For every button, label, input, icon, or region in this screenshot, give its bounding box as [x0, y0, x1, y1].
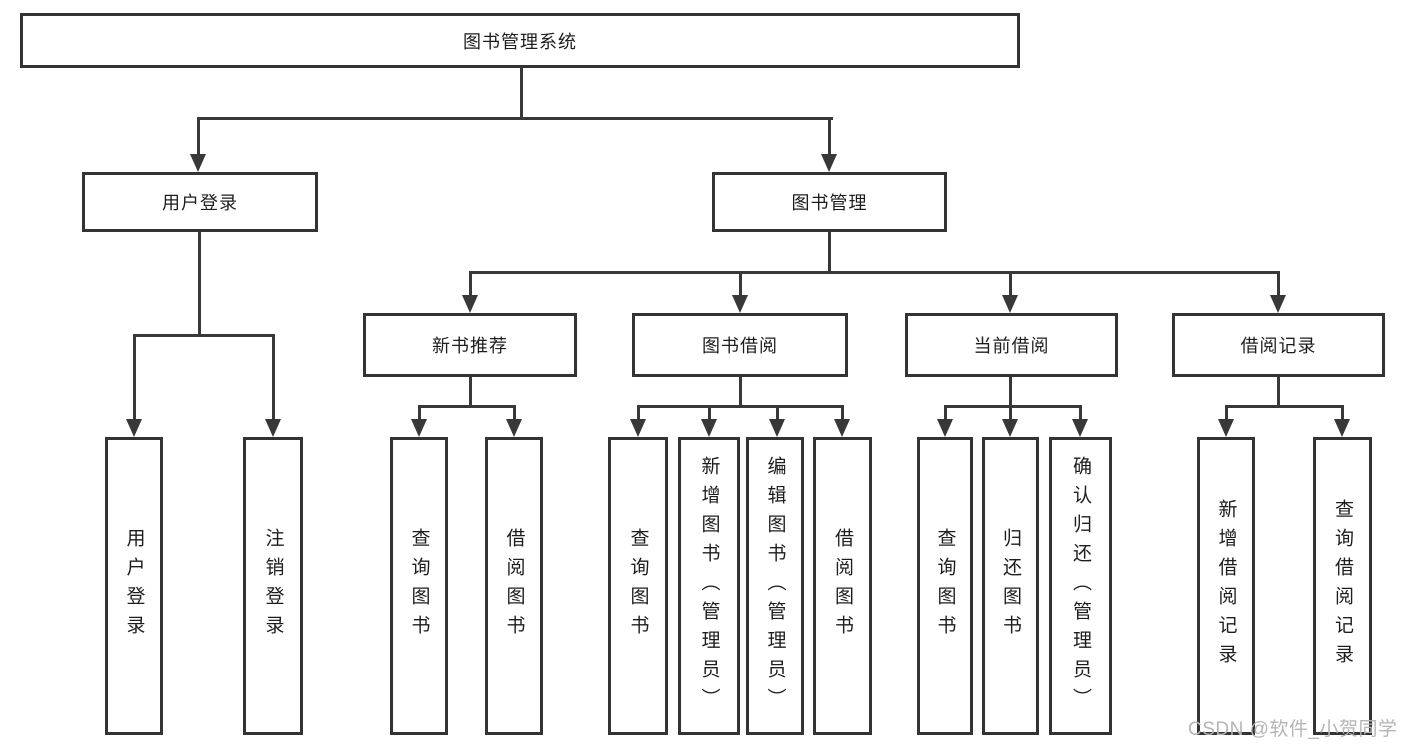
- node-leaf-nb-query-book: 查询图书: [390, 437, 448, 735]
- leaf-label: 用户登录: [123, 528, 145, 644]
- arrow-down-icon: [834, 419, 850, 437]
- connector-line: [739, 271, 742, 298]
- arrow-down-icon: [769, 419, 785, 437]
- connector-line: [637, 405, 844, 408]
- leaf-label: 查询图书: [408, 528, 430, 644]
- leaf-label: 新增图书（管理员）: [698, 455, 720, 717]
- leaf-label: 注销登录: [262, 528, 284, 644]
- arrow-down-icon: [937, 419, 953, 437]
- connector-line: [1009, 405, 1012, 422]
- node-leaf-br-query-record: 查询借阅记录: [1313, 437, 1372, 735]
- arrow-down-icon: [1002, 419, 1018, 437]
- node-leaf-cb-return-book: 归还图书: [982, 437, 1039, 735]
- leaf-label: 编辑图书（管理员）: [764, 455, 786, 717]
- connector-line: [1225, 405, 1344, 408]
- node-user-login: 用户登录: [82, 172, 318, 232]
- leaf-label: 归还图书: [1000, 528, 1021, 644]
- connector-line: [133, 334, 275, 337]
- node-leaf-user-login: 用户登录: [105, 437, 163, 735]
- node-leaf-bb-query-book: 查询图书: [608, 437, 668, 735]
- connector-line: [1277, 271, 1280, 298]
- connector-line: [469, 271, 472, 298]
- connector-line: [520, 66, 523, 119]
- connector-line: [197, 117, 833, 120]
- connector-line: [272, 334, 275, 421]
- leaf-label: 查询图书: [934, 528, 956, 644]
- arrow-down-icon: [732, 295, 748, 313]
- arrow-down-icon: [630, 419, 646, 437]
- connector-line: [828, 117, 831, 159]
- connector-line: [1225, 405, 1228, 422]
- node-borrow-record: 借阅记录: [1172, 313, 1385, 377]
- node-leaf-nb-borrow-book: 借阅图书: [485, 437, 543, 735]
- connector-line: [1341, 405, 1344, 422]
- node-book-borrow: 图书借阅: [632, 313, 848, 377]
- connector-line: [198, 232, 201, 336]
- leaf-label: 新增借阅记录: [1215, 499, 1237, 673]
- connector-line: [637, 405, 640, 422]
- connector-line: [418, 405, 421, 422]
- arrow-down-icon: [701, 419, 717, 437]
- connector-line: [776, 405, 779, 422]
- leaf-label: 借阅图书: [832, 528, 853, 644]
- connector-line: [828, 232, 831, 274]
- connector-line: [841, 405, 844, 422]
- connector-line: [469, 377, 472, 408]
- node-leaf-cb-confirm-return-admin: 确认归还（管理员）: [1049, 437, 1112, 735]
- arrow-down-icon: [821, 154, 837, 172]
- node-leaf-cb-query-book: 查询图书: [917, 437, 973, 735]
- arrow-down-icon: [462, 295, 478, 313]
- arrow-down-icon: [1072, 419, 1088, 437]
- connector-line: [513, 405, 516, 422]
- arrow-down-icon: [190, 154, 206, 172]
- node-root: 图书管理系统: [20, 13, 1020, 68]
- connector-line: [133, 334, 136, 421]
- arrow-down-icon: [506, 419, 522, 437]
- node-leaf-bb-edit-book-admin: 编辑图书（管理员）: [746, 437, 804, 735]
- connector-line: [1079, 405, 1082, 422]
- connector-line: [469, 271, 1280, 274]
- arrow-down-icon: [411, 419, 427, 437]
- leaf-label: 借阅图书: [503, 528, 525, 644]
- arrow-down-icon: [1270, 295, 1286, 313]
- connector-line: [418, 405, 516, 408]
- connector-line: [944, 405, 947, 422]
- csdn-watermark: CSDN @软件_小贺同学: [1188, 719, 1398, 740]
- connector-line: [944, 405, 1082, 408]
- connector-line: [197, 117, 200, 159]
- arrow-down-icon: [1002, 295, 1018, 313]
- arrow-down-icon: [1334, 419, 1350, 437]
- arrow-down-icon: [1218, 419, 1234, 437]
- node-leaf-logout: 注销登录: [243, 437, 303, 735]
- connector-line: [708, 405, 711, 422]
- node-leaf-bb-borrow-book: 借阅图书: [813, 437, 872, 735]
- node-book-management: 图书管理: [712, 172, 947, 232]
- connector-line: [1009, 271, 1012, 298]
- leaf-label: 确认归还（管理员）: [1070, 455, 1091, 717]
- leaf-label: 查询借阅记录: [1332, 499, 1353, 673]
- connector-line: [1277, 377, 1280, 408]
- node-new-book-recommend: 新书推荐: [363, 313, 577, 377]
- node-current-borrow: 当前借阅: [905, 313, 1118, 377]
- node-leaf-br-add-record: 新增借阅记录: [1197, 437, 1255, 735]
- connector-line: [1009, 377, 1012, 408]
- node-leaf-bb-add-book-admin: 新增图书（管理员）: [678, 437, 740, 735]
- connector-line: [739, 377, 742, 408]
- arrow-down-icon: [126, 419, 142, 437]
- leaf-label: 查询图书: [627, 528, 649, 644]
- arrow-down-icon: [265, 419, 281, 437]
